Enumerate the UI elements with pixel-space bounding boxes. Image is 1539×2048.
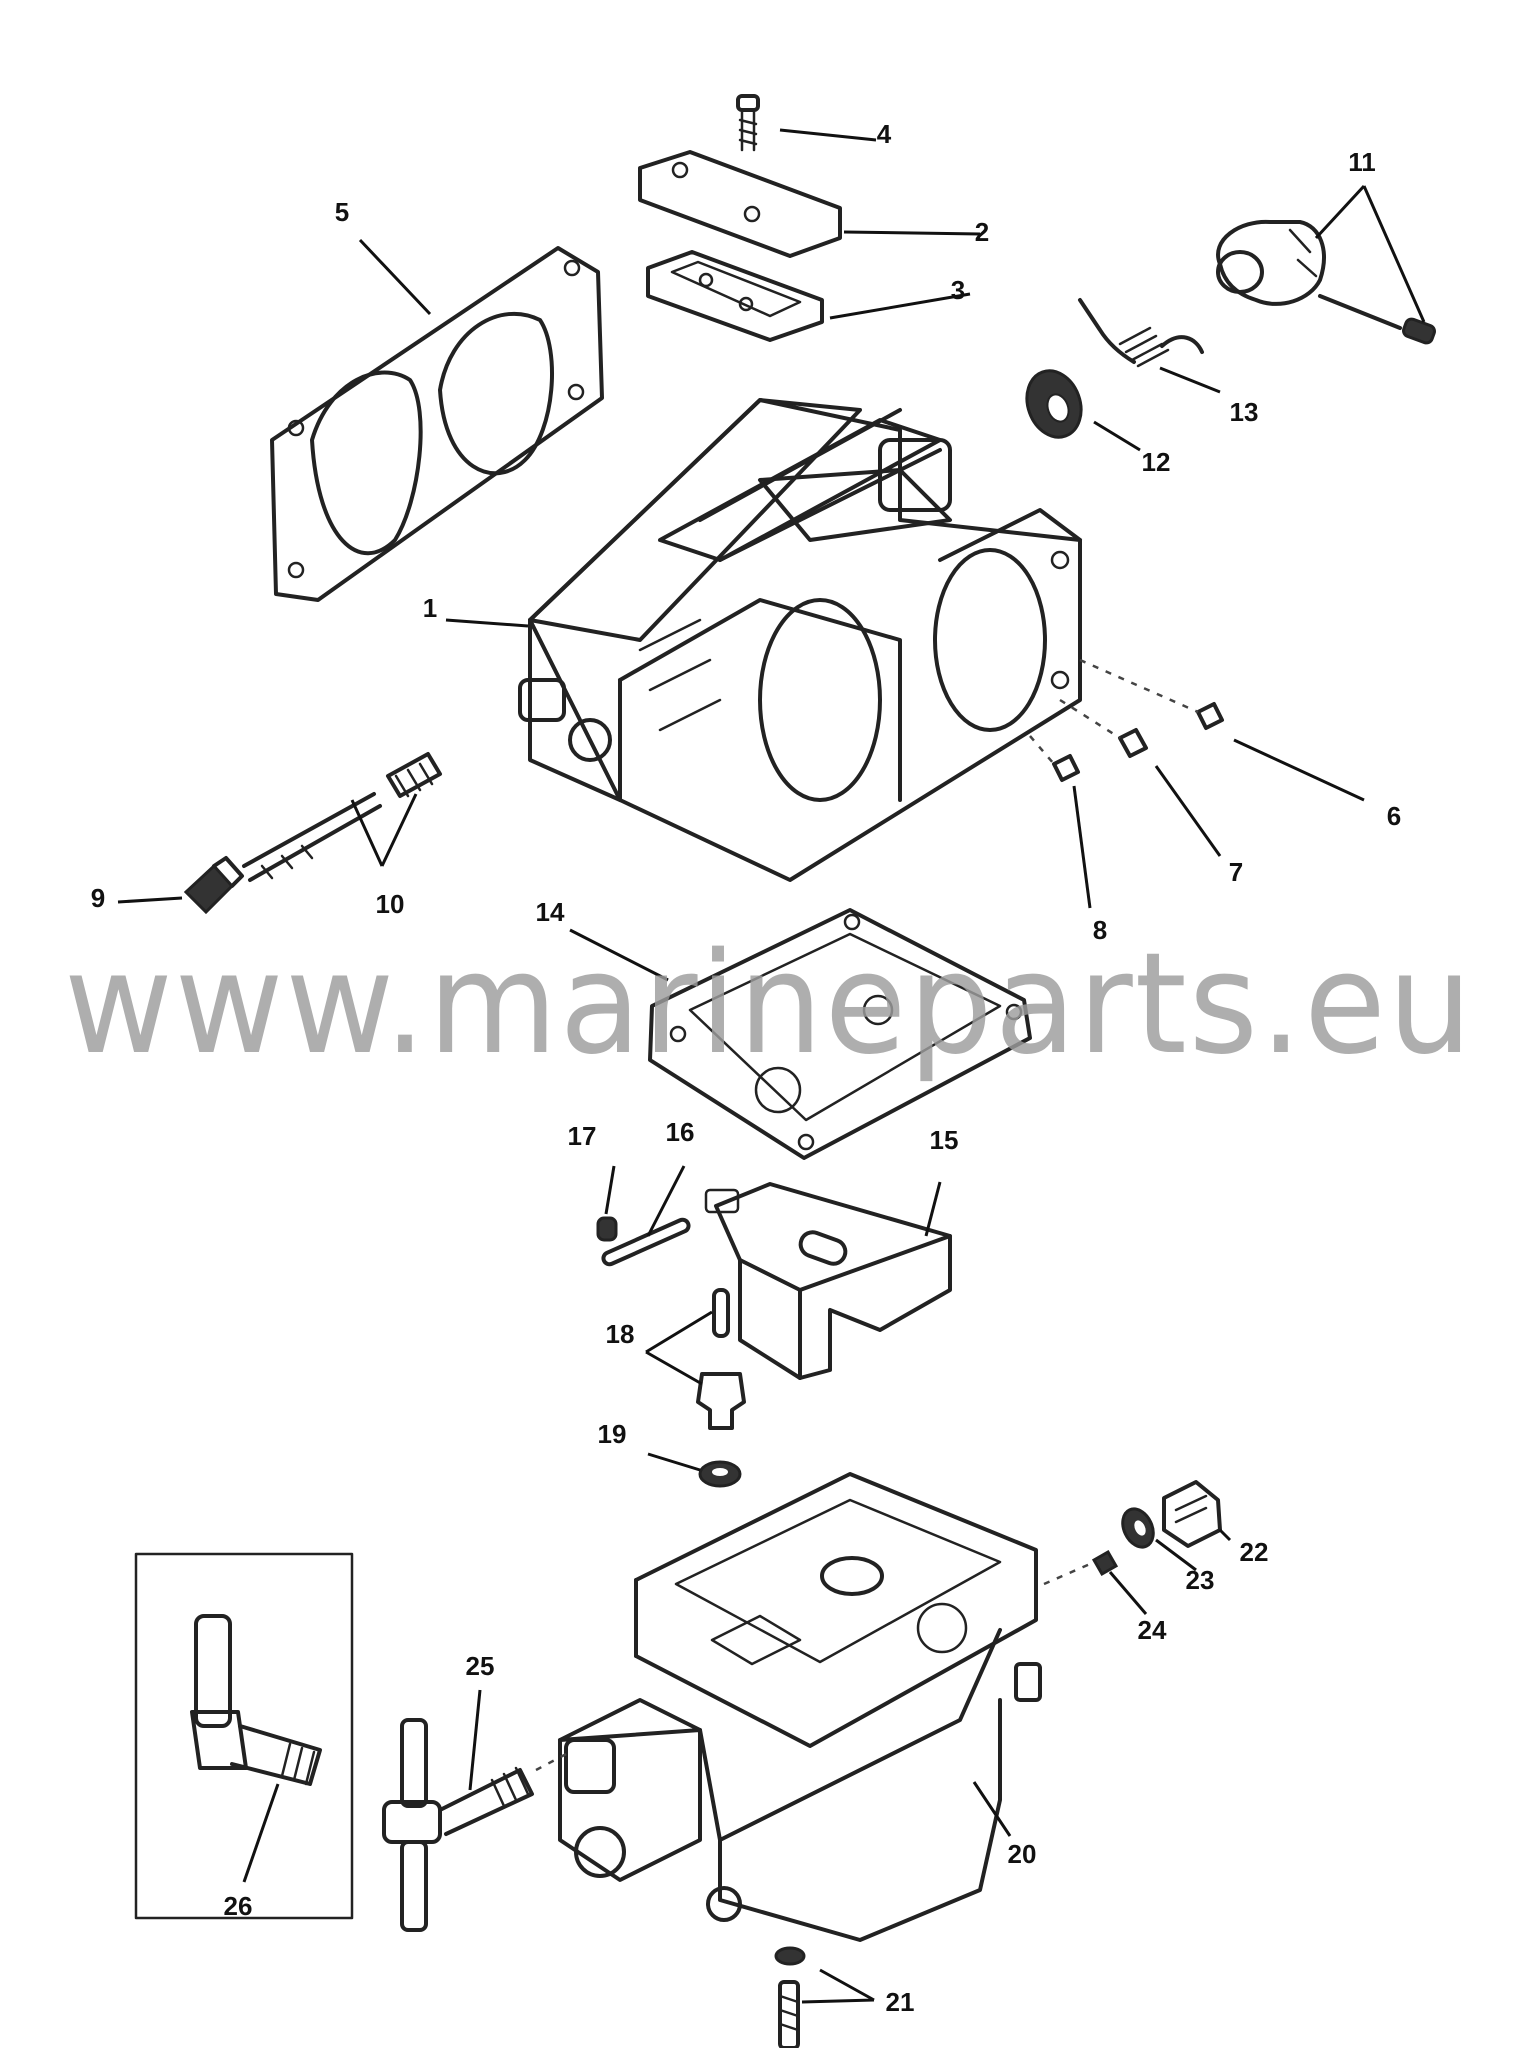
part-19-o-ring (698, 1460, 742, 1488)
callout-4: 4 (877, 119, 892, 149)
callout-15: 15 (930, 1125, 959, 1155)
part-26-inset-frame (134, 1552, 354, 1920)
part-21-screw-washer (774, 1946, 806, 2048)
part-26-elbow-fitting (190, 1614, 322, 1786)
part-4-screw (736, 94, 760, 152)
callout-24: 24 (1138, 1615, 1167, 1645)
callout-labels: 1 2 3 4 5 6 7 8 9 10 11 12 13 14 15 16 1… (91, 119, 1401, 2017)
callout-2: 2 (975, 217, 989, 247)
part-7-nut (1118, 728, 1148, 758)
part-22-drain-plug (1162, 1480, 1222, 1548)
callout-21: 21 (886, 1987, 915, 2017)
callout-12: 12 (1142, 447, 1171, 477)
part-25-fuel-fitting (382, 1718, 534, 1932)
part-5-flange-gasket (270, 246, 604, 602)
callout-22: 22 (1240, 1537, 1269, 1567)
part-15-float (704, 1182, 952, 1380)
callout-3: 3 (951, 275, 965, 305)
callout-10: 10 (376, 889, 405, 919)
part-16-pin (601, 1217, 691, 1267)
part-2-cover-plate (638, 150, 842, 258)
part-6-plug (1196, 702, 1224, 730)
callout-8: 8 (1093, 915, 1107, 945)
part-1-carburetor-body (518, 398, 1082, 882)
callout-6: 6 (1387, 801, 1401, 831)
callout-7: 7 (1229, 857, 1243, 887)
part-10-needle-spring (242, 752, 442, 882)
part-17-screw (596, 1216, 618, 1242)
callout-11: 11 (1348, 147, 1376, 177)
part-14-base-gasket (648, 908, 1032, 1160)
callout-13: 13 (1230, 397, 1259, 427)
leader-lines (117, 128, 1426, 2004)
callout-17: 17 (568, 1121, 597, 1151)
part-13-spring (1078, 298, 1204, 368)
part-11-choke-assembly (1216, 219, 1436, 345)
callout-23: 23 (1186, 1565, 1215, 1595)
callout-14: 14 (536, 897, 565, 927)
callout-25: 25 (466, 1651, 495, 1681)
callout-18: 18 (606, 1319, 635, 1349)
callout-19: 19 (598, 1419, 627, 1449)
part-8-nut (1052, 754, 1080, 782)
callout-26: 26 (224, 1891, 253, 1921)
watermark-text: www.marineparts.eu (64, 923, 1474, 1086)
part-9-fitting (183, 856, 244, 915)
callout-5: 5 (335, 197, 349, 227)
callout-20: 20 (1008, 1839, 1037, 1869)
callout-16: 16 (666, 1117, 695, 1147)
part-24-jet (1091, 1549, 1119, 1577)
callout-1: 1 (423, 593, 437, 623)
part-12-washer (1025, 369, 1083, 439)
callout-9: 9 (91, 883, 105, 913)
part-3-gasket (646, 250, 824, 342)
part-23-washer (1121, 1507, 1155, 1549)
part-20-float-bowl (558, 1472, 1042, 1942)
part-18-needle-valve (696, 1288, 746, 1430)
